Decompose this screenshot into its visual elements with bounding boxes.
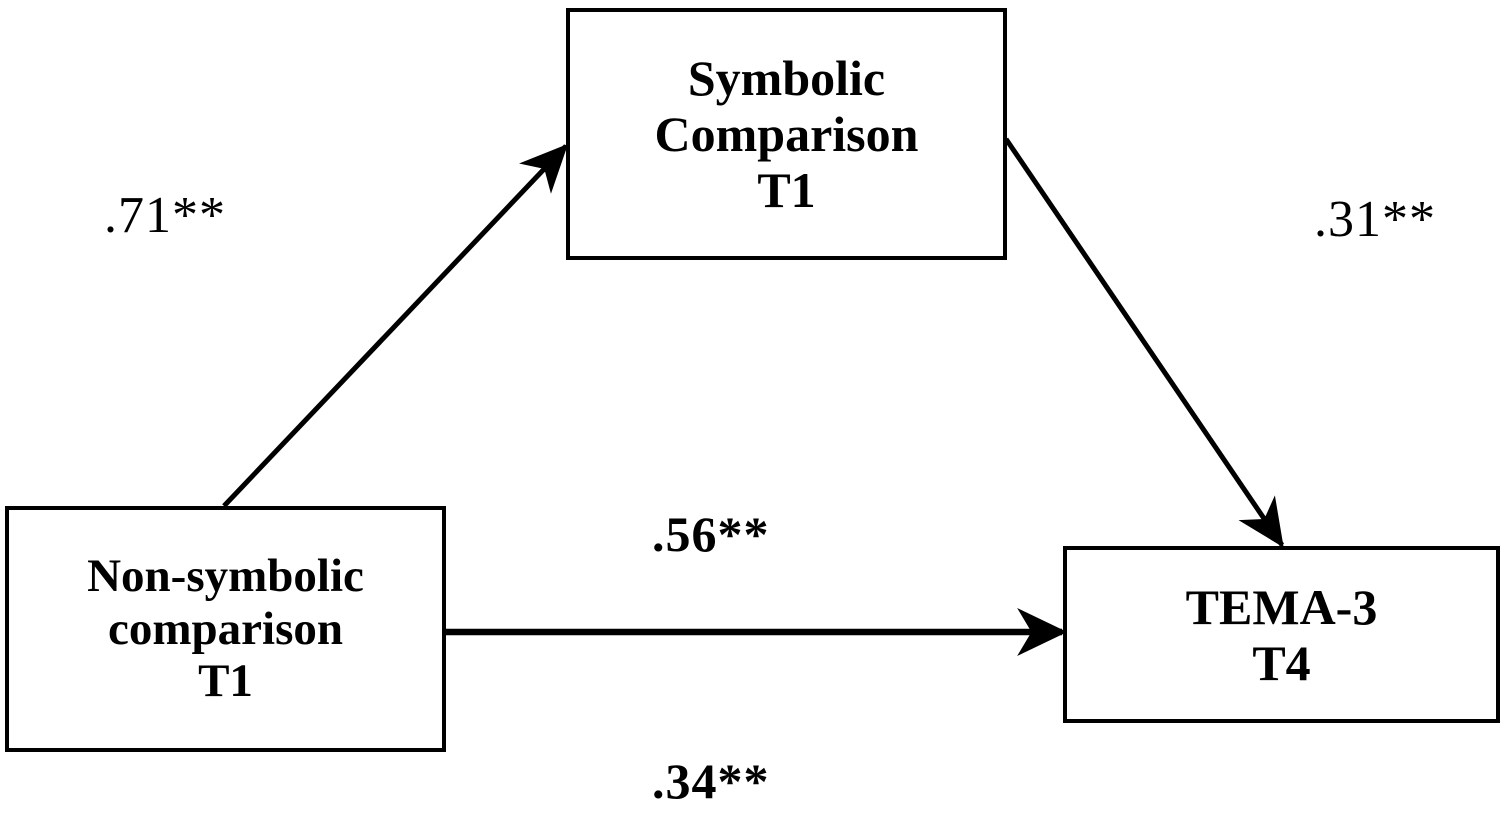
node-tema3[interactable]: TEMA-3 T4 [1063, 546, 1500, 723]
node-symbolic-comparison-line-1: Symbolic [687, 50, 886, 106]
node-symbolic-comparison-line-3: T1 [757, 162, 816, 218]
node-tema3-line-1: TEMA-3 [1185, 578, 1378, 635]
edge-a-path-arrow [222, 143, 569, 508]
node-symbolic-comparison[interactable]: Symbolic Comparison T1 [566, 8, 1007, 260]
edge-label-a-path: .71** [104, 187, 226, 244]
edge-b-path-arrow [1003, 137, 1285, 548]
node-nonsymbolic-comparison-line-3: T1 [198, 655, 253, 708]
node-nonsymbolic-comparison[interactable]: Non-symbolic comparison T1 [5, 506, 446, 752]
node-tema3-line-2: T4 [1252, 634, 1311, 691]
edge-label-b-path: .31** [1314, 191, 1436, 248]
node-symbolic-comparison-line-2: Comparison [654, 106, 919, 162]
node-nonsymbolic-comparison-line-1: Non-symbolic [87, 550, 364, 603]
node-nonsymbolic-comparison-line-2: comparison [108, 602, 343, 655]
edge-label-c-path: .56** [652, 506, 770, 562]
edge-label-cprime-path: .34** [652, 753, 770, 809]
